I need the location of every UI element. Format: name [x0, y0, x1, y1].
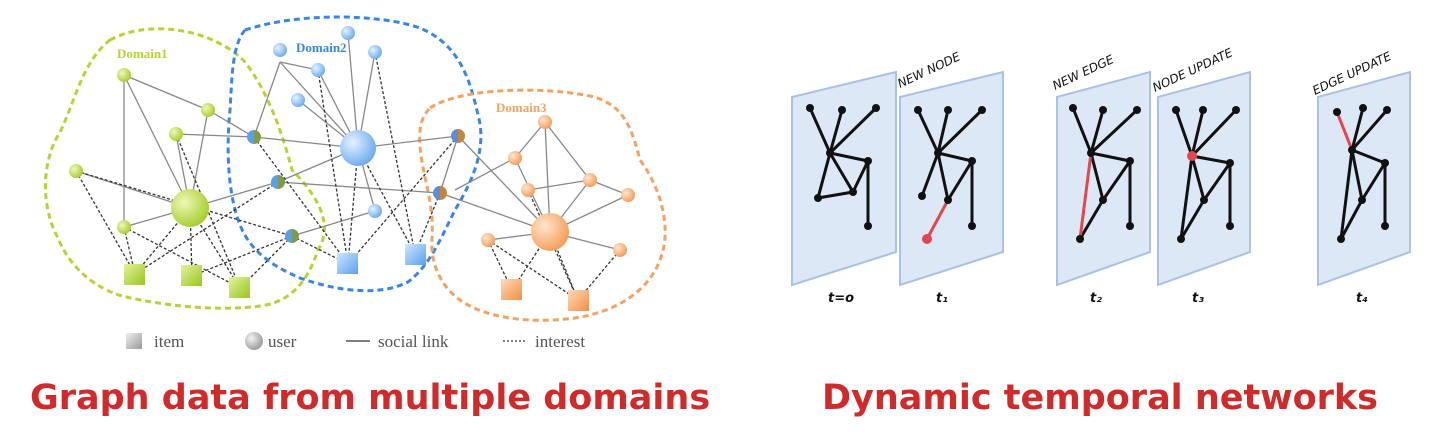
item-node [501, 279, 522, 300]
right-caption: Dynamic temporal networks [821, 378, 1379, 418]
legend-interest-label: interest [535, 332, 585, 351]
time-label: t₁ [936, 291, 948, 306]
user-node [117, 220, 131, 234]
user-node [311, 63, 325, 77]
new-node-highlight [922, 234, 932, 244]
time-label: t₂ [1090, 291, 1102, 306]
user-node-bridge [451, 129, 465, 143]
domain2-boundary [226, 15, 483, 293]
user-node [521, 183, 535, 197]
domain1-boundary [43, 27, 326, 310]
user-node [613, 243, 627, 257]
frame-plane [1317, 70, 1411, 287]
domain2-label: Domain2 [296, 40, 347, 55]
item-nodes [124, 244, 589, 311]
user-node-hub [340, 130, 376, 166]
user-nodes [69, 26, 635, 257]
circle-icon [245, 332, 263, 350]
frame-t2: NEW EDGE t₂ [1050, 52, 1151, 306]
legend-social-link-label: social link [378, 332, 449, 351]
frame-plane [899, 70, 1004, 287]
user-node [368, 45, 382, 59]
square-icon [126, 333, 142, 349]
time-label: t₃ [1192, 291, 1204, 306]
frame-plane [1157, 70, 1251, 287]
item-node [124, 264, 145, 285]
updated-node-highlight [1187, 151, 1197, 161]
user-node [508, 151, 522, 165]
new-edge-highlight [1078, 152, 1093, 240]
user-node [481, 233, 495, 247]
legend: item user social link interest [126, 332, 585, 351]
item-node [181, 265, 202, 286]
user-node [341, 26, 355, 40]
multi-domain-graph: Domain1 Domain2 Domain3 [43, 15, 667, 351]
left-caption: Graph data from multiple domains [30, 378, 711, 418]
time-label: t=o [828, 291, 854, 306]
new-edge-highlight [925, 199, 950, 240]
user-node [273, 43, 287, 57]
user-node-bridge [285, 229, 299, 243]
frame-t4: EDGE UPDATE t₄ [1310, 49, 1411, 306]
user-node-bridge [433, 186, 447, 200]
user-node-hub [531, 213, 569, 251]
user-node [69, 164, 83, 178]
domain3-boundary [418, 88, 667, 322]
frame-t0: t=o [791, 70, 897, 306]
item-node [337, 253, 358, 274]
domain1-label: Domain1 [117, 46, 168, 61]
domain3-label: Domain3 [496, 100, 547, 115]
user-node [201, 103, 215, 117]
user-node-bridge [271, 175, 285, 189]
item-node [405, 244, 426, 265]
frame-t1: NEW NODE t₁ [895, 49, 1004, 306]
legend-user-label: user [268, 332, 297, 351]
temporal-network-frames: t=o NEW NODE t₁ [791, 45, 1411, 306]
user-node [621, 188, 635, 202]
user-node-bridge [247, 130, 261, 144]
frame-t3: NODE UPDATE t₃ [1150, 45, 1251, 306]
updated-edge-highlight [1335, 111, 1354, 151]
legend-item-label: item [154, 332, 184, 351]
user-node [169, 127, 183, 141]
user-node [538, 115, 552, 129]
frame-plane [1056, 70, 1151, 287]
item-node [229, 277, 250, 298]
item-node [568, 290, 589, 311]
user-node [368, 204, 382, 218]
user-node [117, 68, 131, 82]
user-node [291, 93, 305, 107]
time-label: t₄ [1356, 291, 1368, 306]
user-node [583, 173, 597, 187]
user-node-hub [171, 189, 209, 227]
